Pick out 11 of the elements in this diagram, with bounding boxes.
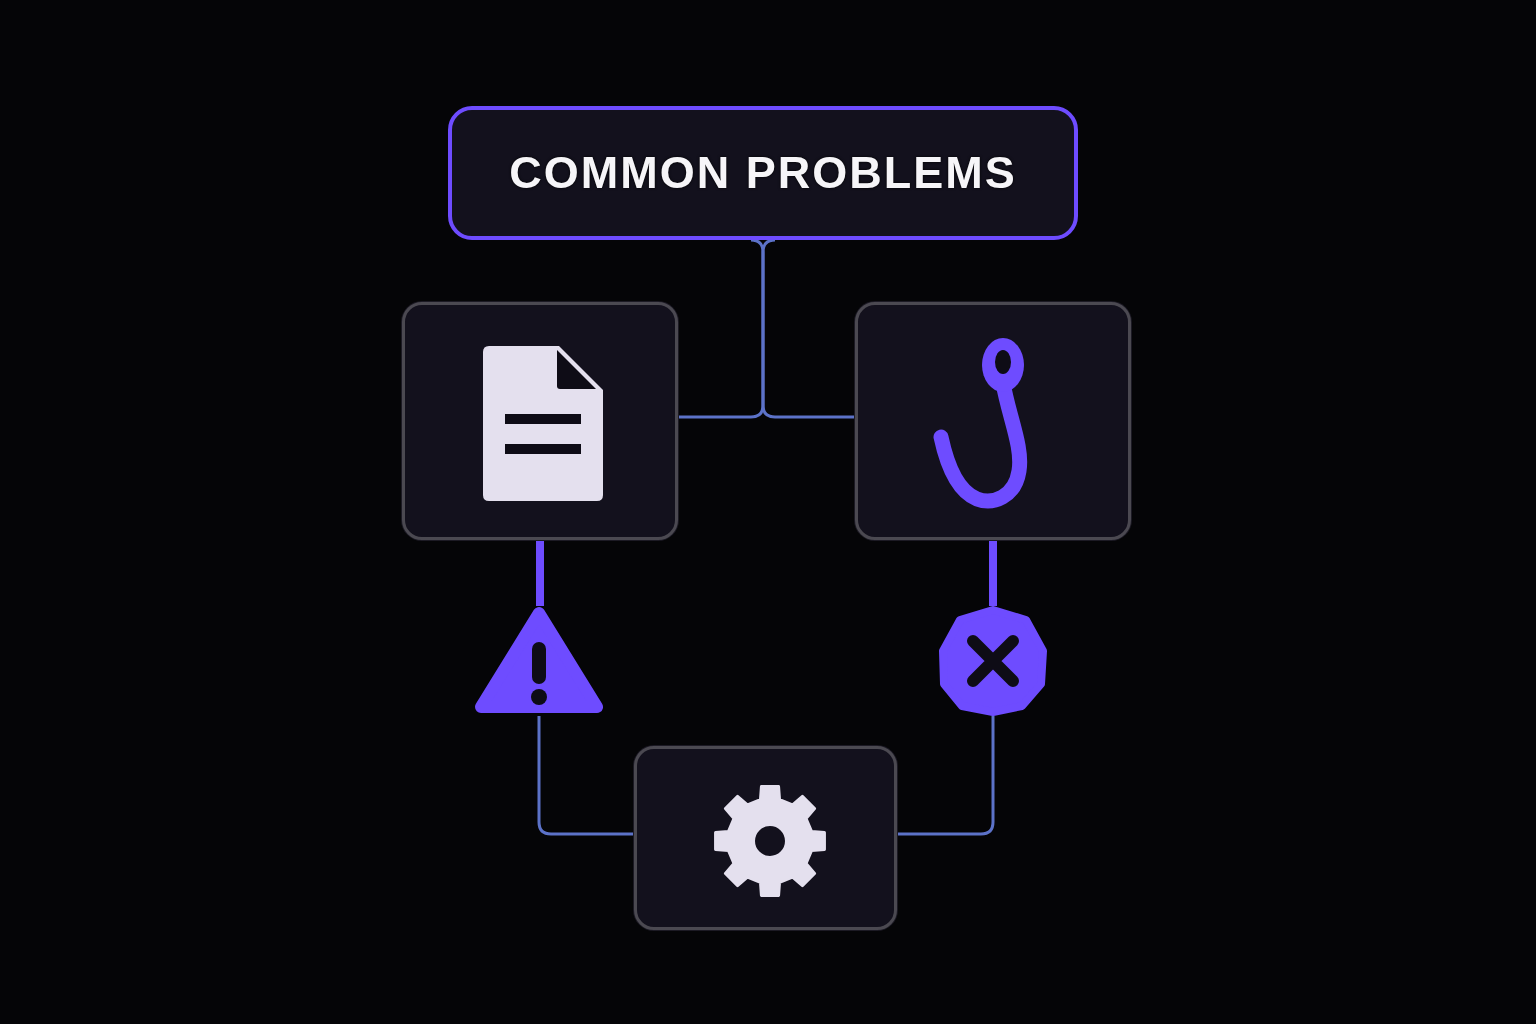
icon-card [402,302,678,540]
icon-card [634,746,897,930]
title-box [448,106,1078,240]
connector-line [678,238,776,419]
warning-icon [474,606,604,716]
heading-text: COMMON PROBLEMS [509,147,1017,199]
icon-card [855,302,1131,540]
connector-line [897,716,995,836]
x-mark-icon [938,606,1048,716]
connector-line [750,238,855,419]
connector-line [537,716,634,836]
